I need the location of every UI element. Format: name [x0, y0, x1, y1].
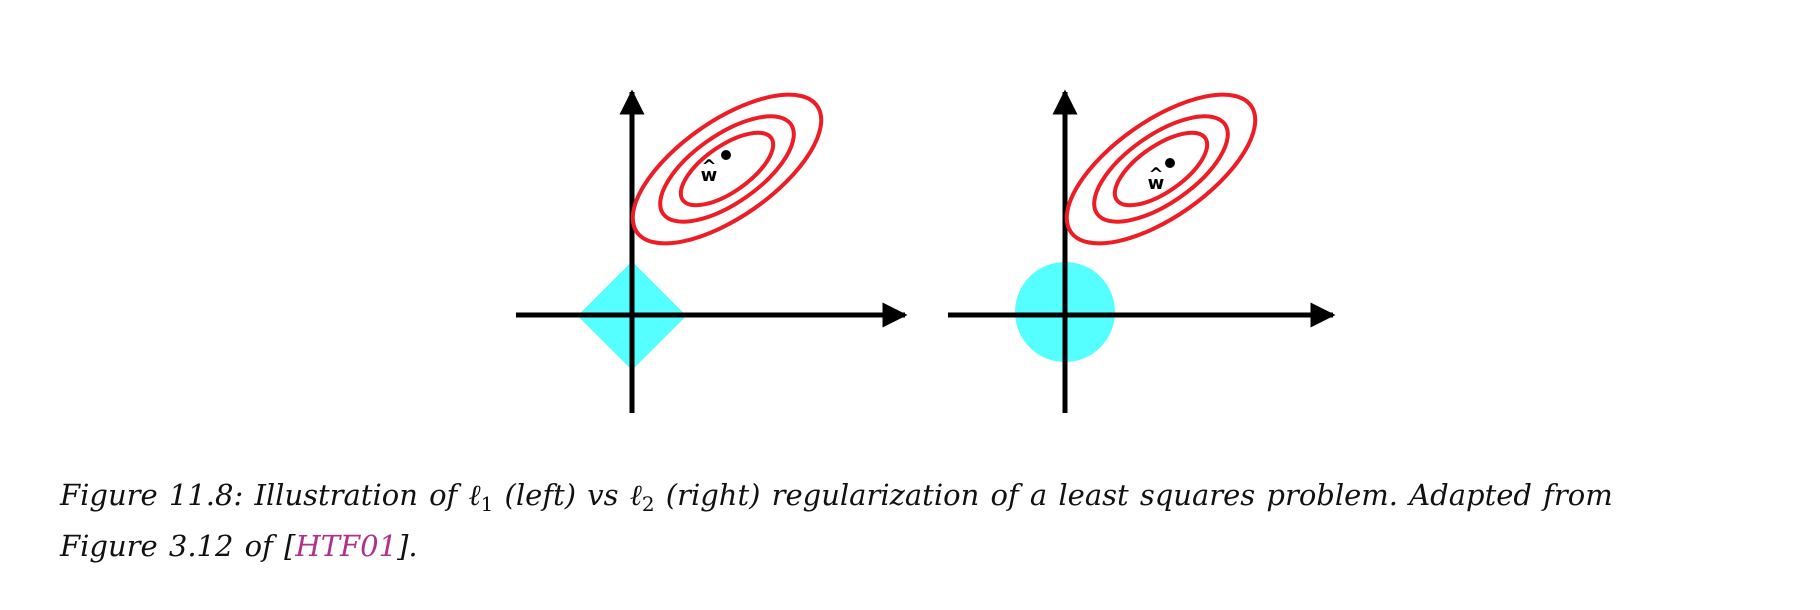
right-loss-contours [1064, 92, 1258, 246]
left-loss-contours [630, 92, 824, 246]
ell-one-symbol: ℓ [468, 478, 481, 512]
right-panel-l2: w ^ [948, 89, 1336, 413]
caption-mid-1: (left) vs [493, 478, 630, 512]
right-estimate-label: w [1148, 173, 1165, 194]
caption-line-2: Figure 3.12 of [HTF01]. [60, 525, 1780, 567]
left-estimate-hat: ^ [701, 156, 716, 177]
left-estimate-point [721, 150, 731, 160]
contour-middle [658, 114, 796, 224]
contour-inner [1112, 130, 1210, 208]
caption-mid-2: (right) regularization of a least square… [654, 478, 1613, 512]
right-estimate-point [1165, 158, 1175, 168]
left-estimate-label: w [701, 165, 718, 186]
right-estimate-hat: ^ [1148, 164, 1163, 185]
caption-prefix: Figure 11.8: Illustration of [60, 478, 469, 512]
contour-outer [1064, 92, 1258, 246]
caption-line2-prefix: Figure 3.12 of [ [60, 529, 296, 563]
contour-outer [630, 92, 824, 246]
caption-line-1: Figure 11.8: Illustration of ℓ1 (left) v… [60, 474, 1780, 525]
contour-middle [1092, 114, 1230, 224]
left-panel-l1: w ^ [516, 89, 908, 413]
ell-two-symbol: ℓ [629, 478, 642, 512]
contour-inner [678, 130, 776, 208]
caption-line2-suffix: ]. [397, 529, 418, 563]
figure-illustration: w ^ w ^ [516, 89, 1336, 413]
ell-one-subscript: 1 [480, 492, 494, 516]
figure-caption: Figure 11.8: Illustration of ℓ1 (left) v… [60, 474, 1780, 567]
citation-link[interactable]: HTF01 [295, 529, 398, 563]
ell-two-subscript: 2 [641, 492, 655, 516]
